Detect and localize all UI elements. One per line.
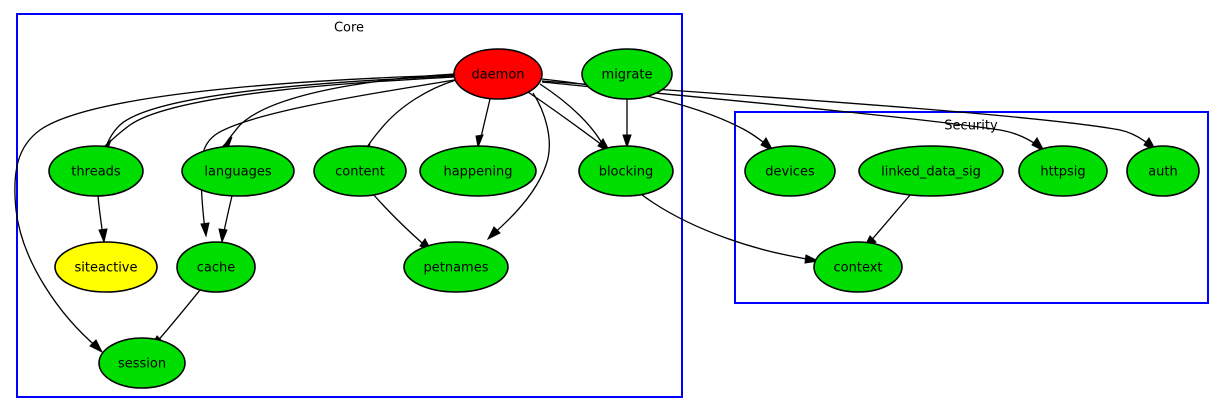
- node-daemon[interactable]: daemon: [453, 48, 543, 100]
- node-devices-label: devices: [765, 165, 815, 180]
- edge-content-to-petnames: [372, 193, 434, 254]
- node-languages[interactable]: languages: [181, 145, 295, 197]
- node-cache-label: cache: [197, 261, 236, 276]
- cluster-security-box: [734, 111, 1209, 304]
- node-petnames-label: petnames: [424, 261, 489, 276]
- node-threads-label: threads: [71, 165, 121, 180]
- node-httpsig[interactable]: httpsig: [1018, 145, 1108, 197]
- node-content[interactable]: content: [313, 145, 407, 197]
- node-daemon-shape[interactable]: [453, 48, 543, 100]
- arrowhead-icon: [486, 226, 501, 241]
- edge-path: [104, 76, 455, 147]
- arrowhead-icon: [1031, 137, 1046, 153]
- edge-daemon-to-petnames: [486, 92, 550, 241]
- node-petnames[interactable]: petnames: [403, 241, 509, 293]
- edge-languages-to-cache: [218, 195, 233, 244]
- edge-threads-to-siteactive: [97, 195, 108, 244]
- arrowhead-icon: [98, 228, 108, 244]
- node-devices-shape[interactable]: [744, 145, 836, 197]
- arrowhead-icon: [218, 228, 228, 244]
- node-threads-shape[interactable]: [48, 145, 144, 197]
- edge-daemon-to-blocking: [527, 91, 612, 154]
- node-languages-shape[interactable]: [181, 145, 295, 197]
- node-httpsig-label: httpsig: [1040, 165, 1085, 180]
- edge-path: [14, 74, 455, 349]
- edge-path: [539, 83, 813, 261]
- arrowhead-icon: [622, 134, 632, 149]
- node-context[interactable]: context: [813, 241, 903, 293]
- node-session[interactable]: session: [98, 337, 186, 389]
- node-languages-label: languages: [204, 165, 272, 180]
- node-context-shape[interactable]: [813, 241, 903, 293]
- cluster-security: Security: [734, 111, 1209, 304]
- node-linked_data_sig-shape[interactable]: [858, 145, 1004, 197]
- edge-path: [154, 289, 201, 345]
- node-devices[interactable]: devices: [744, 145, 836, 197]
- node-session-shape[interactable]: [98, 337, 186, 389]
- node-auth-shape[interactable]: [1126, 145, 1200, 197]
- node-migrate-label: migrate: [602, 68, 653, 83]
- arrowhead-icon: [89, 339, 104, 354]
- node-happening-shape[interactable]: [419, 145, 537, 197]
- node-siteactive-label: siteactive: [75, 261, 138, 276]
- node-siteactive[interactable]: siteactive: [54, 241, 158, 293]
- node-siteactive-shape[interactable]: [54, 241, 158, 293]
- nodes-layer: daemon migrate threads languages content happ…: [48, 48, 1200, 389]
- node-blocking[interactable]: blocking: [578, 145, 674, 197]
- arrowhead-icon: [200, 222, 210, 238]
- node-cache[interactable]: cache: [176, 241, 256, 293]
- node-session-label: session: [118, 357, 166, 372]
- node-context-label: context: [834, 261, 883, 276]
- node-httpsig-shape[interactable]: [1018, 145, 1108, 197]
- node-auth-label: auth: [1148, 165, 1178, 180]
- node-content-label: content: [335, 165, 385, 180]
- edge-path: [364, 79, 457, 151]
- cluster-core-box: [16, 13, 683, 398]
- node-blocking-shape[interactable]: [578, 145, 674, 197]
- node-linked_data_sig-label: linked_data_sig: [881, 165, 981, 180]
- cluster-core: Core: [16, 13, 683, 398]
- node-cache-shape[interactable]: [176, 241, 256, 293]
- node-happening[interactable]: happening: [419, 145, 537, 197]
- node-auth[interactable]: auth: [1126, 145, 1200, 197]
- edge-migrate-to-blocking: [622, 99, 632, 149]
- edge-daemon-to-session: [14, 74, 455, 354]
- node-daemon-label: daemon: [471, 68, 524, 83]
- edge-path: [867, 193, 912, 245]
- edge-daemon-to-happening: [475, 98, 491, 149]
- node-migrate[interactable]: migrate: [581, 48, 673, 100]
- edge-path: [491, 92, 550, 236]
- node-happening-label: happening: [443, 165, 512, 180]
- node-blocking-label: blocking: [599, 165, 654, 180]
- node-linked_data_sig[interactable]: linked_data_sig: [858, 145, 1004, 197]
- node-migrate-shape[interactable]: [581, 48, 673, 100]
- node-petnames-shape[interactable]: [403, 241, 509, 293]
- edge-path: [527, 91, 607, 149]
- node-threads[interactable]: threads: [48, 145, 144, 197]
- edge-path: [372, 193, 429, 249]
- cluster-core-label: Core: [334, 21, 364, 36]
- edge-linked_data_sig-to-context: [862, 193, 912, 250]
- arrowhead-icon: [475, 134, 484, 149]
- edges-layer: [14, 73, 1158, 354]
- node-content-shape[interactable]: [313, 145, 407, 197]
- edge-daemon-to-content: [361, 79, 457, 156]
